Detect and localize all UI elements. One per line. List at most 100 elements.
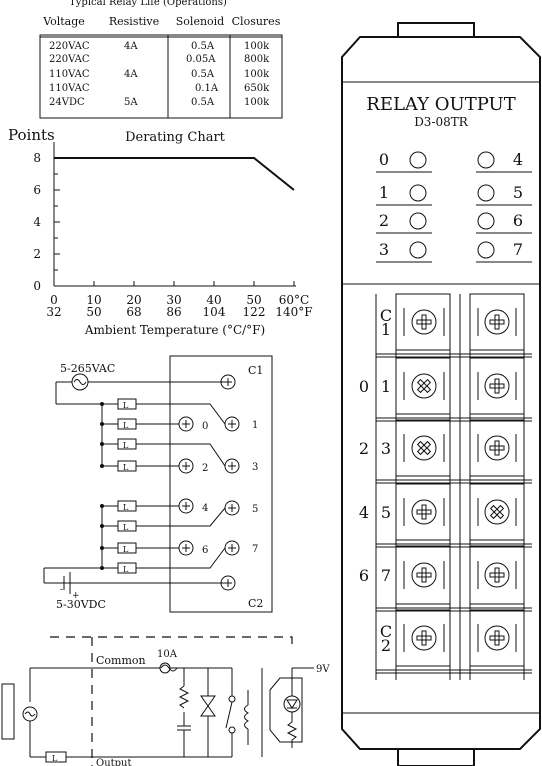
relay-coil-icon <box>244 704 250 730</box>
led-label-2: 2 <box>379 211 389 230</box>
status-led-0 <box>409 151 427 169</box>
cell-r2-closures: 800k <box>244 54 270 65</box>
terminal-number: 6 <box>202 545 208 556</box>
x-tick-label-f: 32 <box>46 305 61 319</box>
load-label: L <box>123 545 129 554</box>
cell-r1-solenoid: 0.5A <box>191 41 215 52</box>
led-indicator-icon <box>283 695 301 713</box>
optocoupler-icon <box>269 677 303 743</box>
status-led-2 <box>409 212 427 230</box>
ac-supply-label: 5-265VAC <box>60 362 115 375</box>
x-tick-label-c: 60°C <box>279 293 309 307</box>
terminal-label-1: 1 <box>381 377 391 396</box>
terminal-screw-0 <box>178 416 194 432</box>
junction-dot <box>100 422 104 426</box>
chart-xlabel: Ambient Temperature (°C/°F) <box>84 323 265 337</box>
module-model: D3-08TR <box>414 115 469 129</box>
terminal-number: 7 <box>252 544 258 555</box>
terminal-screw-7 <box>224 540 240 556</box>
load-icon: L <box>117 542 137 554</box>
x-tick-label-c: 40 <box>206 293 221 307</box>
terminal-label-4: 4 <box>359 503 369 522</box>
cell-r1-voltage: 220VAC <box>49 41 90 52</box>
cell-r5-voltage: 24VDC <box>49 97 85 108</box>
load-label: L <box>123 565 129 574</box>
terminal-screw-3 <box>224 458 240 474</box>
module-boundary <box>50 636 293 651</box>
x-tick-label-c: 50 <box>246 293 261 307</box>
varistor-icon <box>200 695 216 717</box>
terminal-screw-c2 <box>220 575 236 591</box>
x-tick-label-c: 10 <box>86 293 101 307</box>
chart-series <box>54 157 295 191</box>
cell-r4-voltage: 110VAC <box>49 83 90 94</box>
common-c2-label: C2 <box>248 597 263 610</box>
terminal-screw-left <box>411 625 437 651</box>
terminal-screw-right <box>484 562 510 588</box>
x-tick-label-f: 68 <box>126 305 141 319</box>
cell-r1-resistive: 4A <box>124 41 138 52</box>
terminal-screw-left <box>411 373 437 399</box>
cell-r2-voltage: 220VAC <box>49 54 90 65</box>
header-resistive: Resistive <box>109 15 159 28</box>
table-frame <box>39 34 283 119</box>
cell-r2-solenoid: 0.05A <box>186 54 216 65</box>
cell-r5-solenoid: 0.5A <box>191 97 215 108</box>
dc-minus-sign: - <box>60 585 63 595</box>
status-led-5 <box>477 184 495 202</box>
load-icon: L <box>117 398 137 410</box>
status-led-6 <box>477 212 495 230</box>
header-voltage: Voltage <box>42 15 85 28</box>
load-label: L <box>123 523 129 532</box>
top-latch <box>397 22 475 38</box>
x-tick-label-f: 122 <box>243 305 266 319</box>
y-tick-label: 8 <box>33 151 41 165</box>
terminal-label-0: 0 <box>359 377 369 396</box>
y-tick-label: 0 <box>33 279 41 293</box>
terminal-label-3: 3 <box>381 439 391 458</box>
cell-r3-closures: 100k <box>244 69 270 80</box>
chart-title: Derating Chart <box>125 130 226 145</box>
load-icon: L <box>117 520 137 532</box>
common-c1-label: C1 <box>248 364 263 377</box>
status-led-4 <box>477 151 495 169</box>
load-label: L <box>123 441 129 450</box>
load-icon: L <box>117 562 137 574</box>
terminal-number: 5 <box>252 504 258 515</box>
terminal-number: 2 <box>202 463 208 474</box>
x-tick-label-f: 140°F <box>275 305 312 319</box>
output-label: Output <box>96 758 132 766</box>
y-tick-label: 6 <box>33 183 41 197</box>
common-label: Common <box>96 654 146 667</box>
header-closures: Closures <box>232 15 281 28</box>
cell-r1-closures: 100k <box>244 41 270 52</box>
terminal-screw-right <box>484 435 510 461</box>
terminal-label-5: 5 <box>381 503 391 522</box>
load-label: L <box>123 421 129 430</box>
terminal-screw-c1 <box>220 374 236 390</box>
terminal-label-2: 2 <box>359 439 369 458</box>
terminal-screw-left <box>411 562 437 588</box>
terminal-screw-right <box>484 373 510 399</box>
led-label-4: 4 <box>513 150 523 169</box>
y-tick-label: 4 <box>33 215 41 229</box>
terminal-label-6: 6 <box>359 566 369 585</box>
terminal-number: 0 <box>202 421 208 432</box>
status-led-7 <box>477 241 495 259</box>
terminal-label-C: C <box>380 306 392 325</box>
terminal-screw-left <box>411 309 437 335</box>
equivalent-circuit: Common 10A L Output <box>1 636 330 766</box>
status-led-3 <box>409 241 427 259</box>
status-led-1 <box>409 184 427 202</box>
x-tick-label-c: 30 <box>166 293 181 307</box>
cell-r4-solenoid: 0.1A <box>195 83 219 94</box>
cell-r3-resistive: 4A <box>124 69 138 80</box>
header-solenoid: Solenoid <box>176 15 224 28</box>
terminal-screw-5 <box>224 500 240 516</box>
load-symbol-label: L <box>52 754 58 763</box>
